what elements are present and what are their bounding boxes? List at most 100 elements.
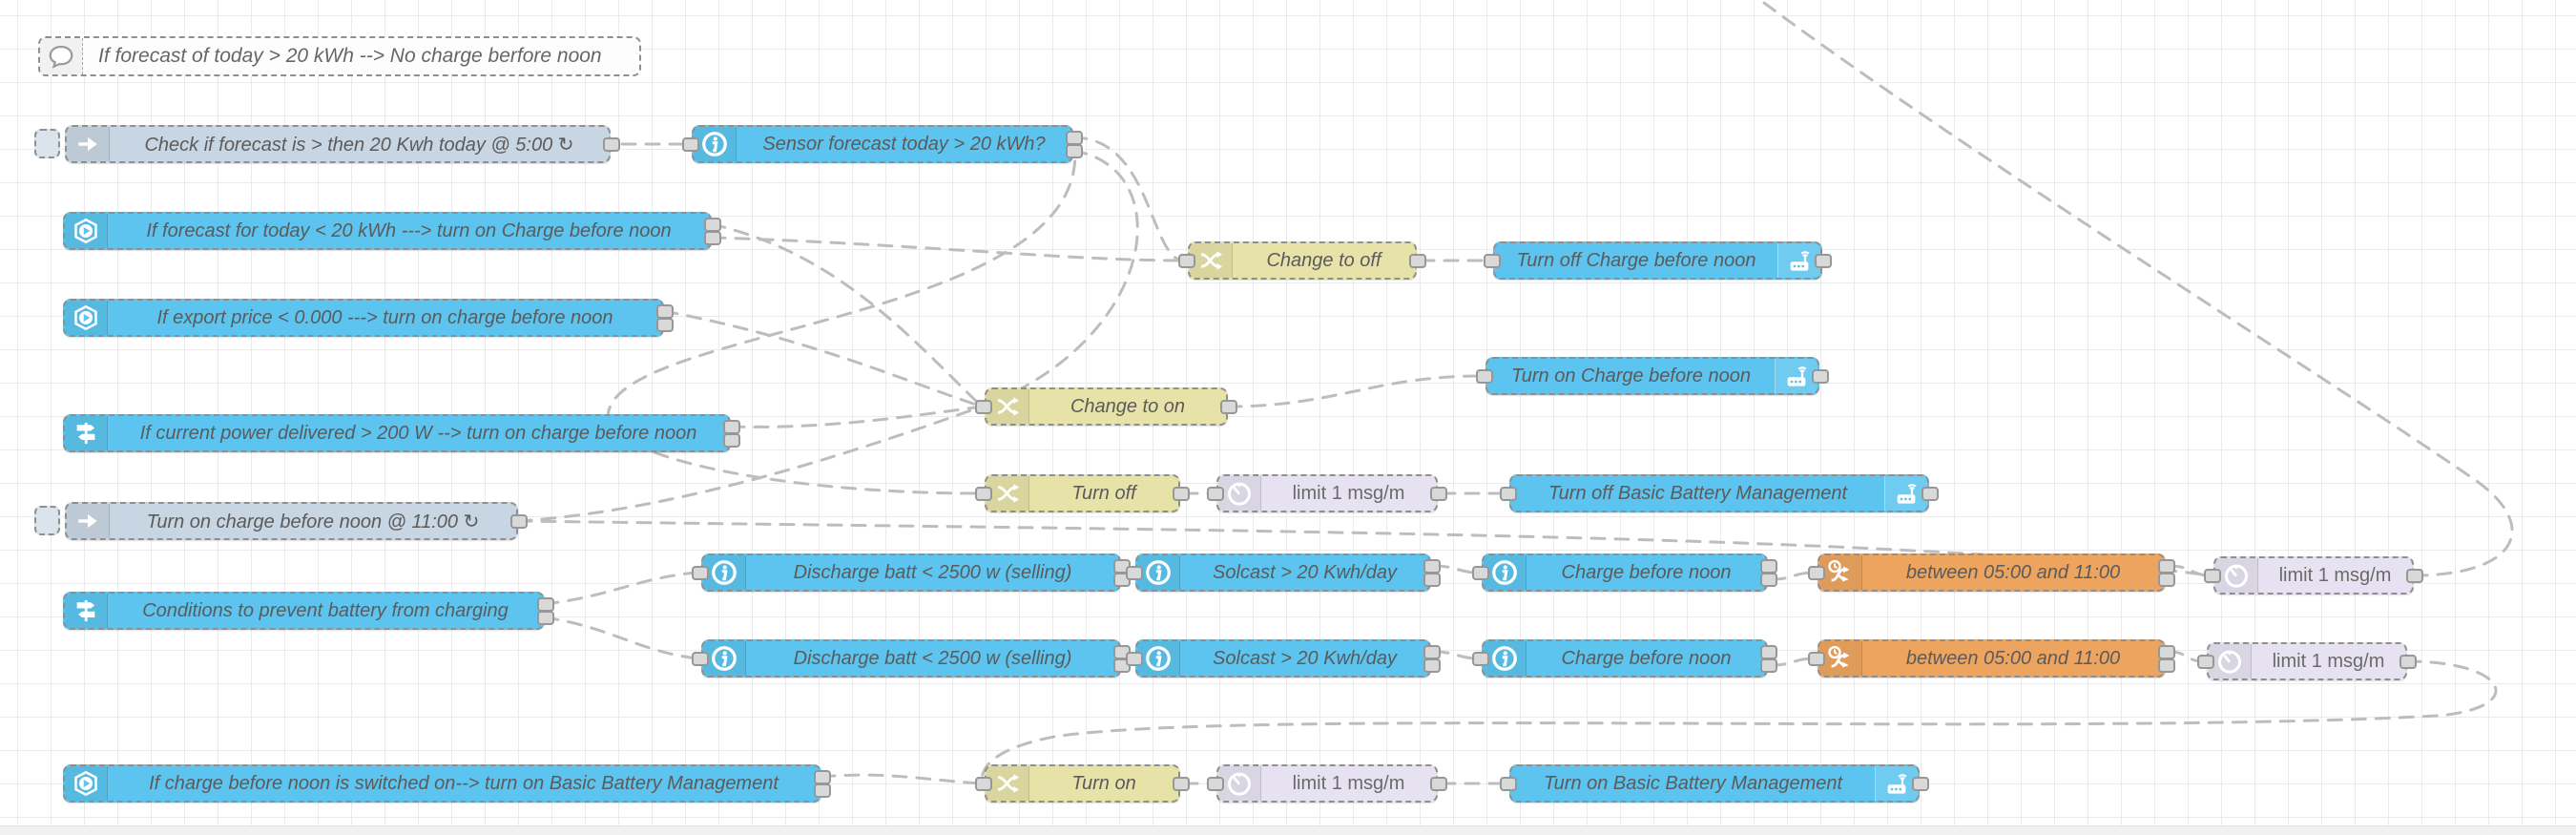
output-port-2[interactable] xyxy=(1423,658,1441,673)
wire-export-price-to-change-on[interactable] xyxy=(662,309,984,408)
output-port-1[interactable] xyxy=(1760,644,1777,659)
node-current-state-discharge-batt-2[interactable]: Discharge batt < 2500 w (selling) xyxy=(701,639,1121,678)
output-port-2[interactable] xyxy=(723,432,740,448)
output-port[interactable] xyxy=(2406,568,2423,583)
node-inject-check-forecast-0500[interactable]: Check if forecast is > then 20 Kwh today… xyxy=(65,125,611,163)
node-change-turn-off[interactable]: Turn off xyxy=(985,474,1180,512)
input-port[interactable] xyxy=(1472,651,1489,666)
output-port-2[interactable] xyxy=(2158,658,2175,673)
input-port[interactable] xyxy=(1476,368,1493,384)
wire-change-on-to-turn-on-cbn[interactable] xyxy=(1226,374,1484,408)
node-delay-limit-4[interactable]: limit 1 msg/m xyxy=(1216,764,1438,803)
output-port[interactable] xyxy=(1409,253,1426,268)
output-port-1[interactable] xyxy=(537,596,554,612)
node-call-turn-on-charge-before-noon[interactable]: Turn on Charge before noon xyxy=(1485,357,1819,395)
output-port[interactable] xyxy=(1912,776,1929,791)
input-port[interactable] xyxy=(1207,776,1224,791)
input-port[interactable] xyxy=(2204,568,2221,583)
node-current-state-discharge-batt-1[interactable]: Discharge batt < 2500 w (selling) xyxy=(701,553,1121,592)
node-change-to-on[interactable]: Change to on xyxy=(985,387,1228,426)
input-port[interactable] xyxy=(1126,651,1143,666)
output-port[interactable] xyxy=(1812,368,1829,384)
output-port[interactable] xyxy=(1430,486,1447,501)
node-change-turn-on[interactable]: Turn on xyxy=(985,764,1180,803)
output-port[interactable] xyxy=(1220,399,1237,414)
node-current-state-charge-before-noon-1[interactable]: Charge before noon xyxy=(1482,553,1768,592)
output-port[interactable] xyxy=(1173,486,1190,501)
output-port-2[interactable] xyxy=(1423,572,1441,587)
output-port-1[interactable] xyxy=(1423,558,1441,574)
node-current-state-charge-before-noon-2[interactable]: Charge before noon xyxy=(1482,639,1768,678)
node-trigger-export-price[interactable]: If export price < 0.000 ---> turn on cha… xyxy=(63,299,664,337)
input-port[interactable] xyxy=(682,136,699,152)
output-port-2[interactable] xyxy=(704,230,721,245)
wire-conditions-to-row1[interactable] xyxy=(543,571,699,606)
output-port-1[interactable] xyxy=(2158,558,2175,574)
output-port-2[interactable] xyxy=(1760,572,1777,587)
node-inject-turn-on-1100[interactable]: Turn on charge before noon @ 11:00 ↻ xyxy=(65,502,518,540)
node-current-state-sensor-forecast[interactable]: Sensor forecast today > 20 kWh? xyxy=(692,125,1073,163)
node-switch-conditions-prevent-charging[interactable]: Conditions to prevent battery from charg… xyxy=(63,592,545,630)
node-call-turn-off-charge-before-noon[interactable]: Turn off Charge before noon xyxy=(1493,241,1822,280)
input-port[interactable] xyxy=(975,776,992,791)
node-time-range-2[interactable]: between 05:00 and 11:00 xyxy=(1818,639,2166,678)
output-port-1[interactable] xyxy=(656,303,674,319)
output-port-2[interactable] xyxy=(814,783,831,798)
output-port[interactable] xyxy=(1430,776,1447,791)
output-port-2[interactable] xyxy=(1066,143,1083,158)
node-comment-forecast-no-charge[interactable]: If forecast of today > 20 kWh --> No cha… xyxy=(38,36,641,76)
wire-sensor-to-change-on[interactable] xyxy=(980,149,1139,408)
output-port-1[interactable] xyxy=(1066,130,1083,145)
node-delay-limit-3[interactable]: limit 1 msg/m xyxy=(2207,642,2407,680)
input-port[interactable] xyxy=(692,565,709,580)
output-port[interactable] xyxy=(1922,486,1939,501)
output-port[interactable] xyxy=(1173,776,1190,791)
node-call-turn-off-basic-battery-mgmt[interactable]: Turn off Basic Battery Management xyxy=(1509,474,1929,512)
output-port-1[interactable] xyxy=(1760,558,1777,574)
output-port-2[interactable] xyxy=(656,317,674,332)
output-port-2[interactable] xyxy=(1760,658,1777,673)
node-switch-current-power[interactable]: If current power delivered > 200 W --> t… xyxy=(63,414,731,452)
output-port[interactable] xyxy=(1815,253,1832,268)
output-port-1[interactable] xyxy=(814,769,831,784)
input-port[interactable] xyxy=(1500,486,1517,501)
wire-current-power-to-change-on[interactable] xyxy=(729,405,984,428)
input-port[interactable] xyxy=(2197,654,2214,669)
output-port[interactable] xyxy=(510,513,528,529)
input-port[interactable] xyxy=(1484,253,1501,268)
input-port[interactable] xyxy=(692,651,709,666)
output-port[interactable] xyxy=(603,136,620,152)
input-port[interactable] xyxy=(1126,565,1143,580)
output-port-1[interactable] xyxy=(1423,644,1441,659)
node-call-turn-on-basic-battery-mgmt[interactable]: Turn on Basic Battery Management xyxy=(1509,764,1920,803)
inject-button[interactable] xyxy=(34,506,60,535)
inject-button[interactable] xyxy=(34,129,60,158)
output-port-1[interactable] xyxy=(723,419,740,434)
node-current-state-solcast-2[interactable]: Solcast > 20 Kwh/day xyxy=(1135,639,1431,678)
wire-inject-1100-to-change-on[interactable] xyxy=(516,405,984,523)
input-port[interactable] xyxy=(975,399,992,414)
input-port[interactable] xyxy=(1178,253,1195,268)
input-port[interactable] xyxy=(975,486,992,501)
input-port[interactable] xyxy=(1472,565,1489,580)
node-trigger-charge-before-noon-on[interactable]: If charge before noon is switched on--> … xyxy=(63,764,821,803)
wire-limit-row2-loop-to-turn-on[interactable] xyxy=(980,659,2498,782)
input-port[interactable] xyxy=(1808,651,1825,666)
input-port[interactable] xyxy=(1808,565,1825,580)
node-change-to-off[interactable]: Change to off xyxy=(1188,241,1417,280)
node-delay-limit-2[interactable]: limit 1 msg/m xyxy=(2213,556,2414,595)
output-port-1[interactable] xyxy=(704,217,721,232)
input-port[interactable] xyxy=(1500,776,1517,791)
node-current-state-solcast-1[interactable]: Solcast > 20 Kwh/day xyxy=(1135,553,1431,592)
output-port[interactable] xyxy=(2399,654,2417,669)
output-port-1[interactable] xyxy=(2158,644,2175,659)
wire-conditions-to-row2[interactable] xyxy=(543,616,699,660)
wire-forecast-lt20-to-change-off[interactable] xyxy=(710,236,1183,262)
output-port-2[interactable] xyxy=(537,610,554,625)
output-port-2[interactable] xyxy=(2158,572,2175,587)
node-delay-limit-1[interactable]: limit 1 msg/m xyxy=(1216,474,1438,512)
wire-trigger-to-turn-on[interactable] xyxy=(820,773,984,785)
input-port[interactable] xyxy=(1207,486,1224,501)
wire-limit-row1-loop-top[interactable] xyxy=(1758,0,2514,577)
